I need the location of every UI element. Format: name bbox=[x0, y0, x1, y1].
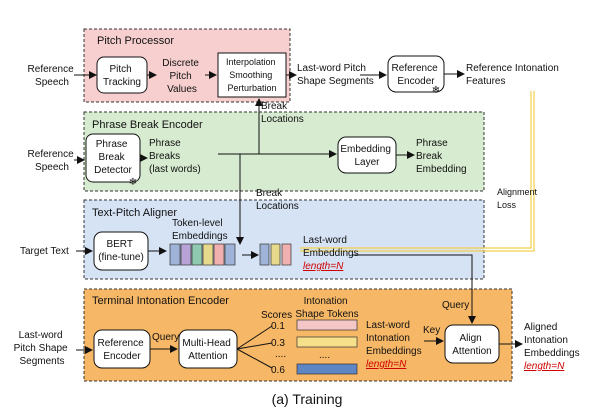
token-embedding-bar bbox=[169, 243, 181, 266]
break-locations-lower-label: Break Locations bbox=[256, 188, 299, 212]
embedding-layer-label: Embedding Layer bbox=[340, 144, 393, 168]
score-value: .... bbox=[275, 349, 286, 360]
terminal-intonation-encoder-title: Terminal Intonation Encoder bbox=[92, 295, 229, 307]
pitch-input-label: Reference Speech bbox=[28, 64, 77, 88]
break-locations-upper-label: Break Locations bbox=[261, 101, 304, 125]
score-value: 0.6 bbox=[271, 365, 285, 376]
key-label: Key bbox=[423, 325, 440, 336]
phrase-breaks-label: Phrase Breaks (last words) bbox=[149, 138, 201, 175]
text-pitch-aligner-title: Text-Pitch Aligner bbox=[92, 207, 177, 219]
last-word-embedding-bar bbox=[259, 243, 270, 266]
score-value: 0.1 bbox=[271, 321, 285, 332]
bert-box bbox=[93, 231, 149, 271]
query-label-1: Query bbox=[152, 332, 179, 343]
bert-label: BERT (fine-tune) bbox=[98, 239, 144, 263]
intonation-token bbox=[296, 363, 358, 375]
scores-label: Scores bbox=[261, 310, 292, 321]
snowflake-icon: ❄ bbox=[432, 85, 440, 96]
phrase-break-embedding-label: Phrase Break Embedding bbox=[416, 138, 467, 175]
segments-label: Last-word Pitch Shape Segments bbox=[297, 63, 374, 87]
length-n-aligner: length=N bbox=[303, 261, 344, 272]
query-label-2: Query bbox=[442, 300, 469, 311]
align-attention-box bbox=[444, 324, 500, 364]
multi-head-attention-box bbox=[178, 329, 238, 369]
token-embedding-bar bbox=[224, 243, 236, 266]
text-pitch-aligner-panel bbox=[83, 199, 485, 280]
score-value: 0.3 bbox=[271, 338, 285, 349]
phrase-input-label: Reference Speech bbox=[28, 149, 77, 173]
fan-line bbox=[236, 342, 273, 350]
reference-intonation-features-label: Reference Intonation Features bbox=[466, 63, 562, 87]
multi-head-attention-label: Multi-Head Attention bbox=[182, 338, 233, 362]
alignment-loss-label: Alignment Loss bbox=[497, 187, 540, 210]
last-word-embedding-bar bbox=[281, 243, 292, 266]
phrase-break-encoder-panel bbox=[83, 111, 485, 192]
snowflake-icon: ❄ bbox=[129, 177, 137, 188]
phrase-break-detector-label: Phrase Break Detector bbox=[94, 139, 132, 176]
terminal-input-label: Last-word Pitch Shape Segments bbox=[14, 330, 71, 367]
last-word-embedding-bar bbox=[270, 243, 281, 266]
token-embedding-bar bbox=[202, 243, 214, 266]
aligned-intonation-embeddings-label: Aligned Intonation Embeddings bbox=[524, 322, 580, 359]
pitch-tracking-label: Pitch Tracking bbox=[103, 64, 141, 88]
phrase-break-encoder-title: Phrase Break Encoder bbox=[92, 119, 203, 131]
token-embedding-bar bbox=[191, 243, 203, 266]
discrete-pitch-label: Discrete Pitch Values bbox=[162, 58, 201, 95]
length-n-terminal: length=N bbox=[366, 359, 407, 370]
alignment-loss-line-inner bbox=[300, 91, 532, 249]
interpolation-label: Interpolation Smoothing Perturbation bbox=[226, 57, 278, 93]
intonation-token bbox=[296, 319, 358, 331]
fan-line bbox=[236, 348, 273, 369]
fan-line bbox=[236, 325, 273, 350]
intonation-token bbox=[296, 336, 358, 348]
reference-encoder-bottom-box bbox=[93, 329, 151, 369]
figure-caption: (a) Training bbox=[272, 391, 343, 407]
last-word-intonation-embeddings-label: Last-word Intonation Embeddings bbox=[366, 320, 422, 357]
alignment-loss-line bbox=[300, 91, 535, 252]
token-embedding-bar bbox=[180, 243, 192, 266]
token-embedding-bar bbox=[213, 243, 225, 266]
target-text-label: Target Text bbox=[20, 246, 69, 257]
reference-encoder-bottom-label: Reference Encoder bbox=[98, 338, 147, 362]
intonation-token-dots: .... bbox=[319, 350, 330, 361]
intonation-shape-tokens-label: Intonation Shape Tokens bbox=[295, 296, 358, 320]
length-n-output: length=N bbox=[524, 361, 565, 372]
last-word-embeddings-label: Last-word Embeddings bbox=[303, 235, 359, 259]
pitch-processor-title: Pitch Processor bbox=[97, 35, 174, 47]
align-attention-label: Align Attention bbox=[452, 333, 491, 357]
token-level-embeddings-label: Token-level Embeddings bbox=[172, 218, 228, 242]
interpolation-box bbox=[217, 52, 287, 98]
arrow-query-to-align bbox=[352, 254, 476, 324]
reference-encoder-top-label: Reference Encoder bbox=[392, 63, 441, 87]
